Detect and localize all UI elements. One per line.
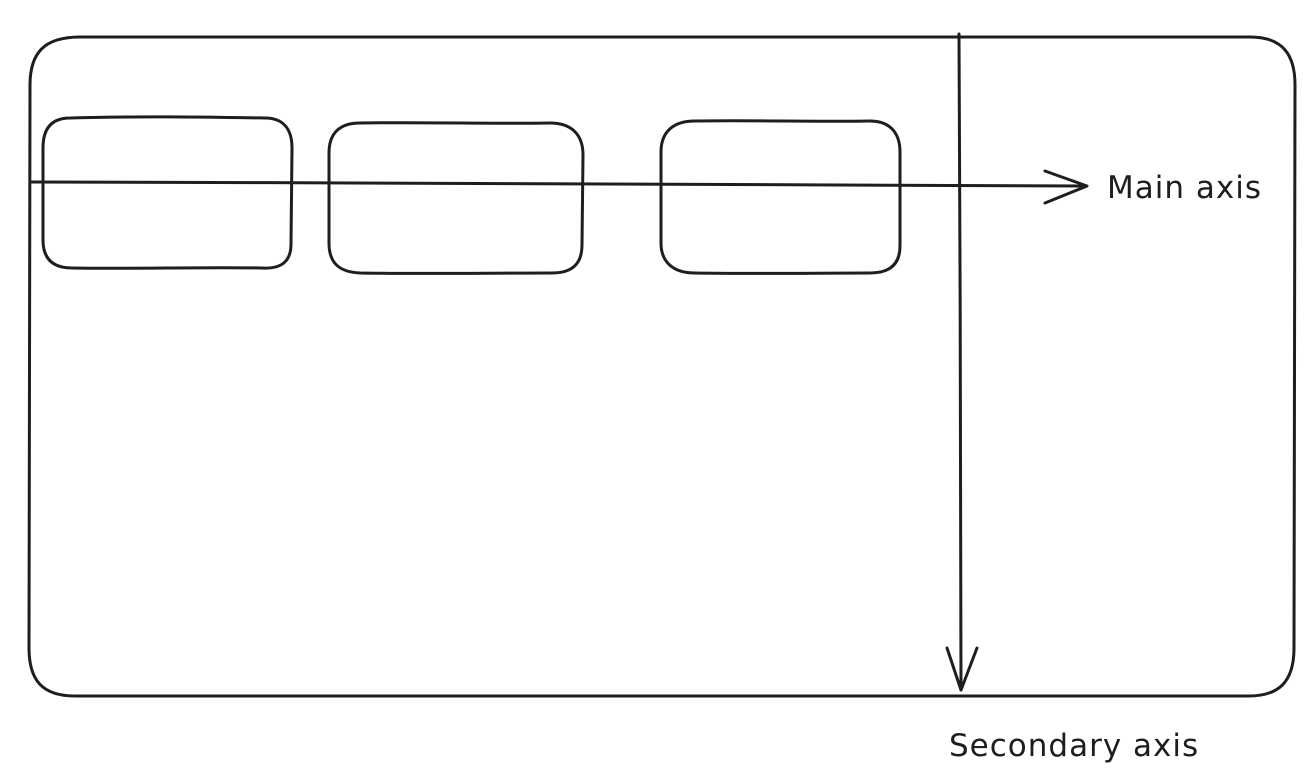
secondary-axis-label: Secondary axis bbox=[949, 728, 1199, 764]
main-axis-arrowhead bbox=[1043, 169, 1089, 205]
flex-item-1 bbox=[41, 115, 294, 270]
secondary-axis-line bbox=[957, 32, 963, 692]
secondary-axis-arrowhead bbox=[945, 646, 979, 692]
flex-item-2 bbox=[327, 121, 585, 275]
flex-container bbox=[27, 35, 1297, 698]
main-axis-label: Main axis bbox=[1107, 170, 1262, 206]
flex-item-3 bbox=[659, 119, 902, 275]
main-axis-line bbox=[29, 180, 1087, 188]
